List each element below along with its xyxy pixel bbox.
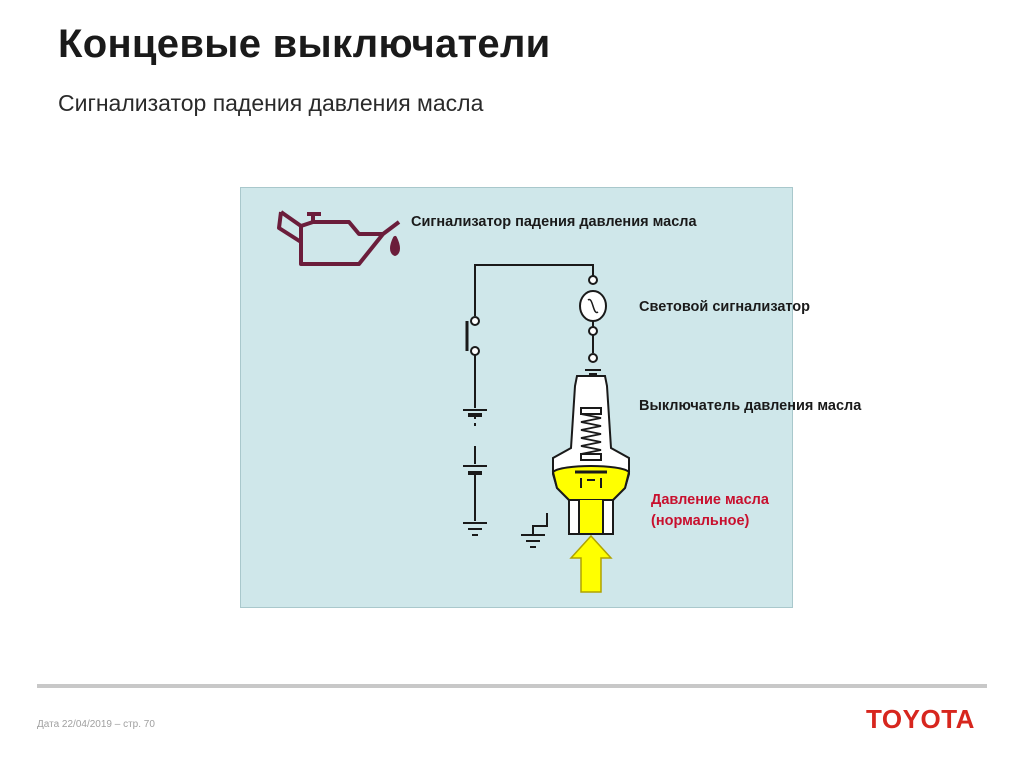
pressure-switch-body [551,369,631,535]
arrow-up-icon [569,534,613,593]
diagram-caption: Сигнализатор падения давления масла [411,214,697,230]
pressure-label-line1: Давление масла [651,492,769,508]
lamp-icon [579,275,607,363]
toyota-logo: TOYOTA [866,704,975,734]
footer-date-page: Дата 22/04/2019 – стр. 70 [37,719,155,730]
ignition-switch [465,316,480,356]
oil-can-icon [277,210,401,266]
battery-icon [463,409,487,475]
slide-subtitle: Сигнализатор падения давления масла [58,90,484,116]
lamp-label: Световой сигнализатор [639,299,811,315]
diagram-panel: Сигнализатор падения давления масла Свет… [240,187,861,608]
footer-divider [37,684,987,688]
switch-label: Выключатель давления масла [639,398,862,414]
pressure-label-line2: (нормальное) [651,513,750,529]
ground-icon [463,522,545,548]
slide-title: Концевые выключатели [58,22,551,66]
